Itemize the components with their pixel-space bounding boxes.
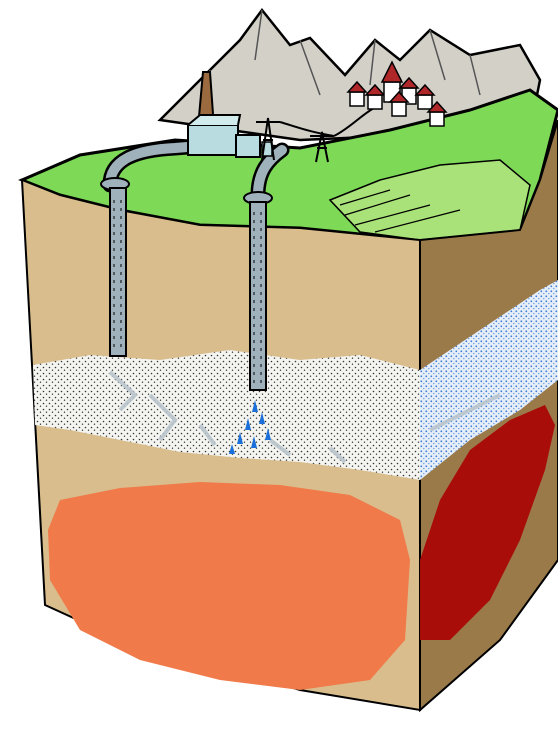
magma-chamber bbox=[48, 482, 410, 690]
